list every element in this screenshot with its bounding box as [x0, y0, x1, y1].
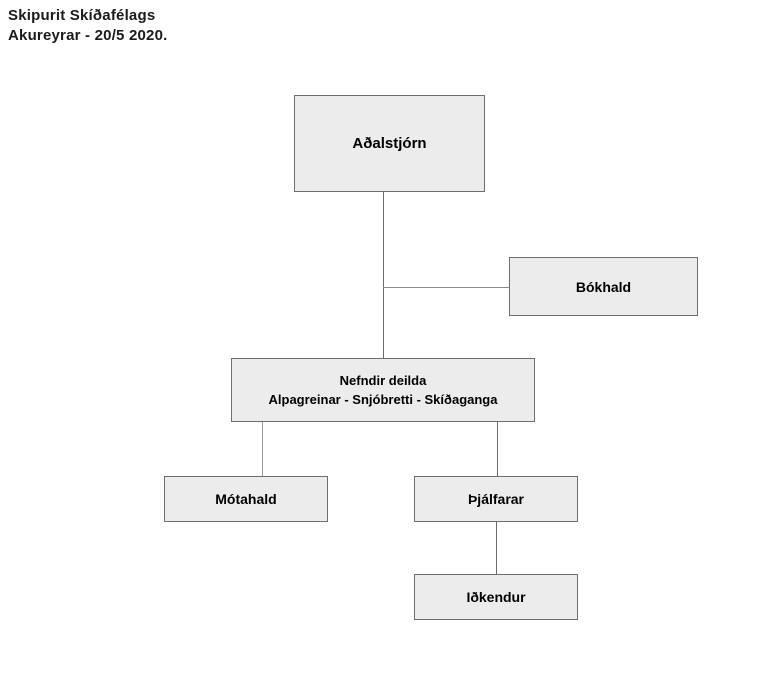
chart-title: Skipurit Skíðafélags Akureyrar - 20/5 20… [8, 6, 168, 46]
chart-title-line1: Skipurit Skíðafélags [8, 7, 156, 24]
connector-adalstjorn-nefndir [383, 192, 384, 358]
connector-nefndir-motahald [262, 422, 263, 476]
org-node-thjalfarar: Þjálfarar [414, 476, 578, 522]
org-node-label-line2: Alpagreinar - Snjóbretti - Skíðaganga [268, 392, 498, 407]
org-node-label: Iðkendur [466, 589, 526, 605]
org-node-adalstjorn: Aðalstjórn [294, 95, 485, 192]
org-node-label: Mótahald [215, 491, 277, 507]
org-node-nefndir-deilda: Nefndir deilda Alpagreinar - Snjóbretti … [231, 358, 535, 422]
org-node-bokhald: Bókhald [509, 257, 698, 316]
connector-thjalfarar-idkendur [496, 522, 497, 574]
org-node-idkendur: Iðkendur [414, 574, 578, 620]
org-node-label: Þjálfarar [467, 491, 525, 507]
org-node-label: Aðalstjórn [352, 135, 427, 152]
connector-adalstjorn-bokhald [383, 287, 509, 288]
org-node-label-line1: Nefndir deilda [339, 373, 427, 388]
connector-nefndir-thjalfarar [497, 422, 498, 476]
chart-title-line2: Akureyrar - 20/5 2020. [8, 27, 168, 44]
org-node-label: Bókhald [575, 278, 632, 295]
org-node-motahald: Mótahald [164, 476, 328, 522]
